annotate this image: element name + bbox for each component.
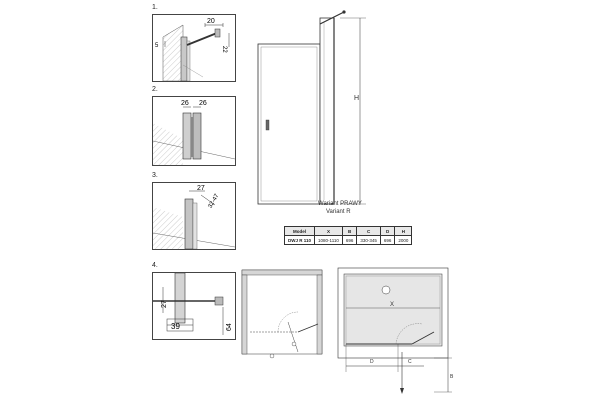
stabilizer-bar [319, 11, 345, 25]
dim-5: 5 [155, 43, 159, 49]
plan-outline [241, 269, 323, 355]
d-label: D [370, 359, 374, 365]
profile-right [192, 112, 202, 160]
step-4-drawing: 27 39 64 [153, 273, 233, 335]
dim-26-left: 26 [181, 100, 189, 107]
bathroom-outline [337, 267, 449, 359]
profile-left [182, 112, 192, 160]
stabilizer-bar [186, 32, 218, 46]
dim-26-right: 26 [199, 100, 207, 107]
shower-door-elevation: H [257, 10, 366, 205]
door-swing-line [297, 323, 319, 333]
step-2-number: 2. [152, 86, 158, 93]
adjust-profile [184, 198, 194, 249]
cell-d: 696 [379, 235, 396, 245]
col-x: X [314, 226, 343, 236]
shower-tray [343, 273, 443, 347]
col-model: Model [283, 226, 316, 236]
height-label: H [354, 95, 359, 102]
table-row: DWJ R 110 1080-1110 696 330-345 696 2000 [283, 235, 413, 245]
step-2-drawing: 26 26 [153, 100, 235, 165]
step-2-detail: 26 26 [152, 96, 236, 166]
plan-view-large: X D C B [337, 267, 454, 394]
dim-20: 20 [207, 18, 215, 25]
door-open-line [411, 331, 435, 345]
dim-39: 39 [171, 322, 180, 331]
cell-b: 696 [341, 235, 358, 245]
variant-label-pl: Wariant PRAWY [318, 201, 362, 207]
door-handle [265, 119, 270, 131]
cell-x: 1080-1110 [314, 235, 343, 245]
step-1-number: 1. [152, 4, 158, 11]
dim-27: 27 [197, 185, 205, 192]
spec-table: Model X B C D H DWJ R 110 1080-1110 696 … [283, 226, 413, 245]
dim-64: 64 [226, 323, 233, 331]
col-c: C [356, 226, 381, 236]
cell-model: DWJ R 110 [283, 235, 316, 245]
step-1-drawing: 20 5 22 [155, 18, 230, 81]
fixed-panel [319, 17, 335, 205]
step-3-drawing: 27 32-47 [153, 185, 235, 249]
wall-section [162, 24, 184, 81]
dim-27-vertical: 27 [161, 300, 168, 308]
step-4-detail: 27 39 64 [152, 272, 236, 340]
c-label: C [408, 359, 412, 365]
variant-label-en: Variant R [326, 209, 351, 215]
step-3-detail: 27 32-47 [152, 182, 236, 250]
cell-c: 330-345 [356, 235, 381, 245]
glass-section [174, 273, 186, 324]
dim-22: 22 [221, 46, 227, 53]
plan-view-small [241, 269, 323, 359]
wall-profile [180, 36, 188, 81]
col-d: D [379, 226, 396, 236]
step-3-number: 3. [152, 172, 158, 179]
b-label: B [450, 374, 454, 380]
x-label: X [390, 302, 394, 308]
spec-table-header-row: Model X B C D H [283, 226, 413, 236]
step-1-detail: 20 5 22 [152, 14, 236, 82]
col-h: H [394, 226, 413, 236]
col-b: B [341, 226, 358, 236]
step-4-number: 4. [152, 262, 158, 269]
cell-h: 2000 [394, 235, 413, 245]
drain-icon [381, 285, 391, 295]
